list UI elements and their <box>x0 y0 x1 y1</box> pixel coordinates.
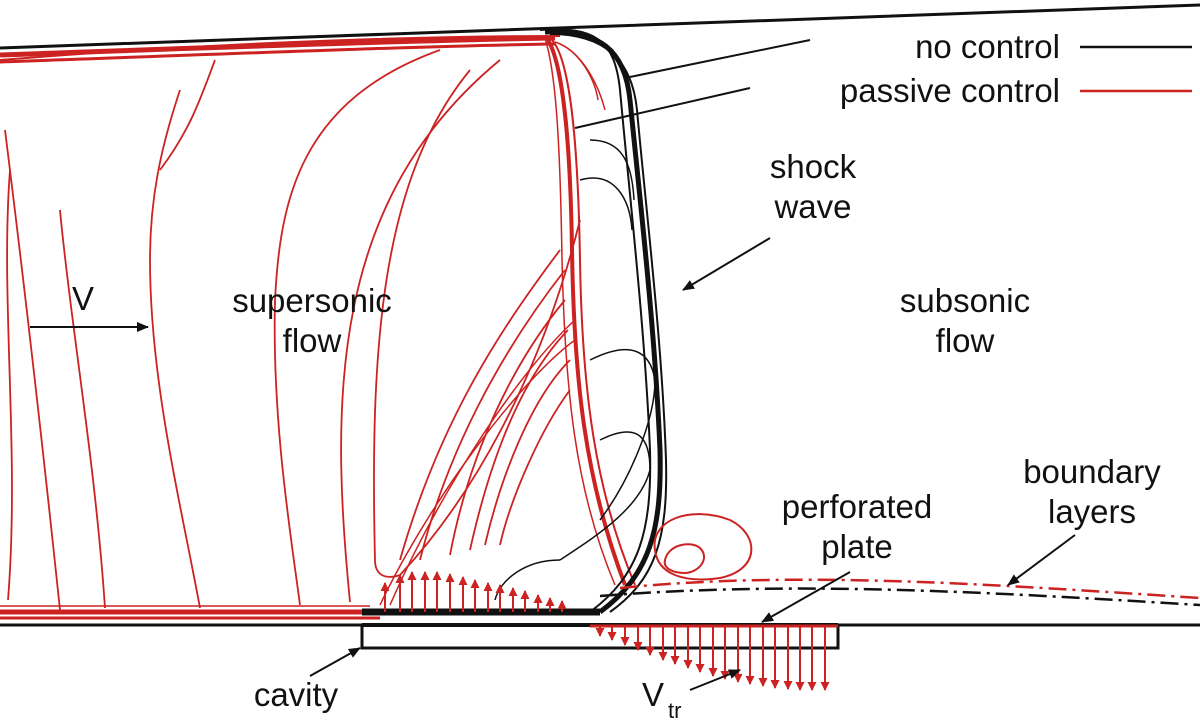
perforated-plate-label: perforated plate <box>761 488 932 623</box>
velocity-text: V <box>72 280 94 317</box>
black-shock <box>494 28 668 615</box>
subsonic-label-line1: subsonic <box>900 282 1030 319</box>
supersonic-label-line1: supersonic <box>232 282 392 319</box>
supersonic-label-line2: flow <box>283 322 342 359</box>
boundary-label-line1: boundary <box>1023 453 1161 490</box>
transpiration-velocity-label: V tr <box>642 669 741 723</box>
boundary-layer-lines <box>599 578 1200 607</box>
perforated-label-line2: plate <box>821 528 893 565</box>
perforated-plate-arrow <box>761 571 851 623</box>
cavity-label: cavity <box>254 647 361 713</box>
cavity-box <box>360 625 840 650</box>
legend-no-control-label: no control <box>915 28 1060 65</box>
legend-passive-control-label: passive control <box>840 72 1060 109</box>
boundary-layers-label: boundary layers <box>1007 453 1161 586</box>
boundary-layer-red <box>619 578 1200 600</box>
vtr-main: V <box>642 676 664 713</box>
passive-control-isolines <box>4 49 581 611</box>
boundary-layers-arrow <box>1007 534 1076 586</box>
shock-label-line1: shock <box>770 148 857 185</box>
legend-leaders <box>574 39 811 129</box>
velocity-label: V <box>30 280 149 332</box>
perforated-label-line1: perforated <box>782 488 932 525</box>
transpiration-arrows-up <box>380 571 567 612</box>
shock-wave-arrow <box>682 237 771 291</box>
boundary-label-line2: layers <box>1048 493 1136 530</box>
cavity-text: cavity <box>254 676 339 713</box>
subsonic-label-line2: flow <box>936 322 995 359</box>
vtr-arrow <box>689 669 741 691</box>
boundary-layer-black <box>599 587 1200 607</box>
vtr-subscript: tr <box>668 698 681 723</box>
legend: no control passive control <box>840 28 1192 109</box>
shock-wave-label: shock wave <box>682 148 857 291</box>
cavity-arrow <box>309 647 361 677</box>
separation-bubble <box>653 513 753 581</box>
red-top-band <box>0 35 561 620</box>
red-shock <box>379 37 636 606</box>
shock-label-line2: wave <box>773 188 851 225</box>
